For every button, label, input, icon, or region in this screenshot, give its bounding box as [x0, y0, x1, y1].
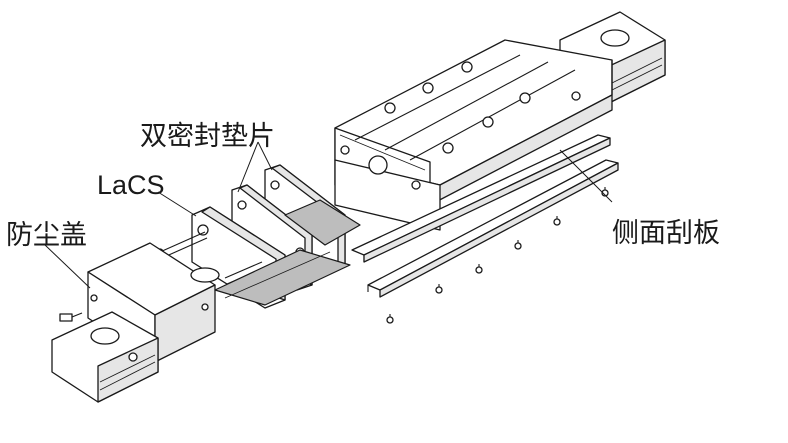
side-seal-strips [351, 134, 619, 324]
label-double-seal: 双密封垫片 [140, 121, 275, 152]
label-end-seal: 防尘盖 [6, 220, 87, 251]
leader-lacs [157, 191, 197, 217]
rail-front-segment [51, 311, 159, 403]
label-lacs: LaCS [97, 170, 165, 200]
leader-double-seal-2 [257, 141, 273, 171]
rail-middle-segment [214, 249, 351, 306]
carriage-block [334, 39, 613, 231]
leader-double-seal [237, 141, 259, 193]
label-side-seal: 侧面刮板 [612, 218, 720, 249]
leader-side-seal [559, 149, 613, 203]
leader-end-seal [44, 244, 91, 289]
